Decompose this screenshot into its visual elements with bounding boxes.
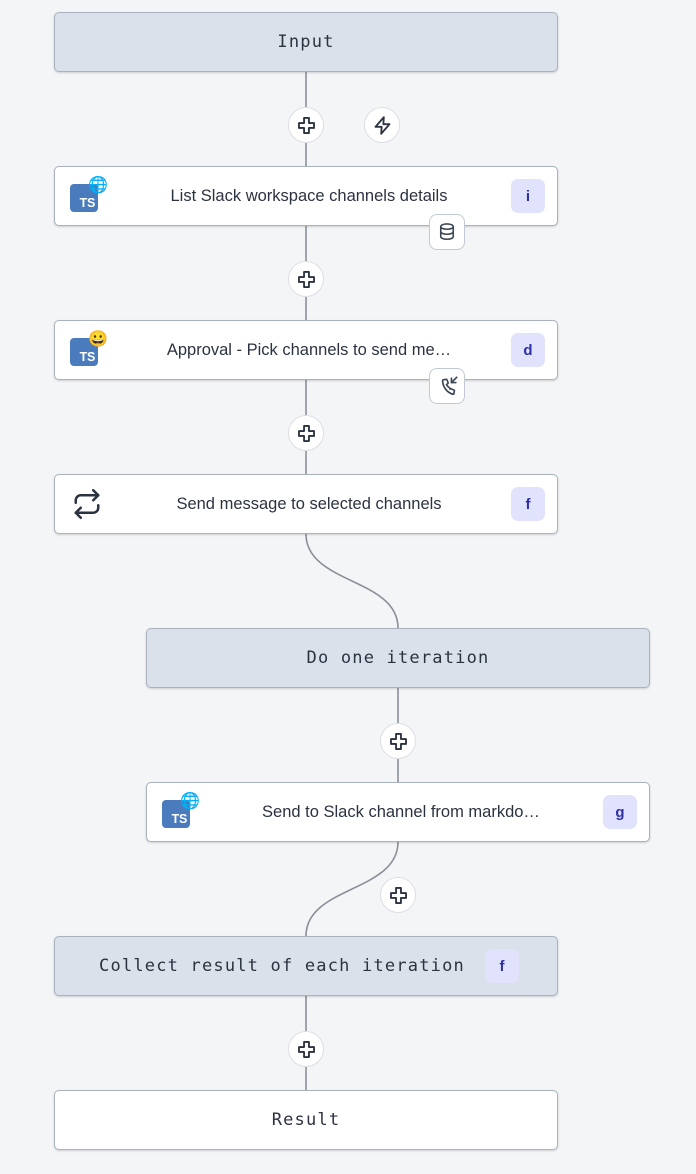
- node-send-message-selected[interactable]: Send message to selected channels f: [54, 474, 558, 534]
- node-result-label: Result: [271, 1110, 341, 1130]
- typescript-logo-text: TS: [70, 184, 98, 212]
- plus-icon: [297, 270, 315, 288]
- plus-icon: [297, 1040, 315, 1058]
- phone-incoming-icon: [441, 375, 458, 395]
- node-result[interactable]: Result: [54, 1090, 558, 1150]
- node-send-to-slack-markdown[interactable]: TS 🌐 Send to Slack channel from markdo… …: [146, 782, 650, 842]
- node-list-slack-channels-chip[interactable]: i: [511, 179, 545, 213]
- add-step-button-after-input[interactable]: [288, 107, 324, 143]
- database-badge-button[interactable]: [429, 214, 465, 250]
- node-approval-pick-channels-label: Approval - Pick channels to send me…: [166, 340, 452, 359]
- node-send-to-slack-markdown-chip[interactable]: g: [603, 795, 637, 829]
- phone-incoming-badge-button[interactable]: [429, 368, 465, 404]
- node-collect-result-iteration-chip[interactable]: f: [484, 949, 519, 983]
- node-collect-result-iteration[interactable]: Collect result of each iteration f: [54, 936, 558, 996]
- plus-icon: [297, 116, 315, 134]
- node-list-slack-channels[interactable]: TS 🌐 List Slack workspace channels detai…: [54, 166, 558, 226]
- add-step-button-after-approval[interactable]: [288, 415, 324, 451]
- node-collect-result-iteration-label: Collect result of each iteration: [99, 956, 465, 976]
- typescript-icon: TS 🌐: [159, 792, 200, 832]
- node-approval-pick-channels-chip[interactable]: d: [511, 333, 545, 367]
- plus-icon: [297, 424, 315, 442]
- node-input[interactable]: Input: [54, 12, 558, 72]
- lightning-icon: [374, 115, 390, 135]
- typescript-logo-text: TS: [70, 338, 98, 366]
- repeat-icon: [67, 484, 107, 524]
- add-step-button-after-send-to-slack[interactable]: [380, 877, 416, 913]
- smiling-face-emoji-icon: 😀: [88, 331, 108, 348]
- add-step-button-after-collect-result[interactable]: [288, 1031, 324, 1067]
- add-step-button-after-list-channels[interactable]: [288, 261, 324, 297]
- typescript-icon: TS 🌐: [67, 176, 108, 216]
- add-step-button-after-do-one-iteration[interactable]: [380, 723, 416, 759]
- node-do-one-iteration[interactable]: Do one iteration: [146, 628, 650, 688]
- node-input-label: Input: [277, 32, 335, 52]
- globe-emoji-icon: 🌐: [88, 177, 108, 194]
- typescript-icon: TS 😀: [67, 330, 108, 370]
- node-send-message-selected-label: Send message to selected channels: [176, 494, 442, 513]
- globe-emoji-icon: 🌐: [180, 793, 200, 810]
- node-send-to-slack-markdown-label: Send to Slack channel from markdo…: [262, 802, 540, 821]
- plus-icon: [389, 886, 407, 904]
- database-icon: [439, 223, 455, 241]
- node-approval-pick-channels[interactable]: TS 😀 Approval - Pick channels to send me…: [54, 320, 558, 380]
- node-do-one-iteration-label: Do one iteration: [306, 648, 490, 668]
- trigger-button-after-input[interactable]: [364, 107, 400, 143]
- typescript-logo-text: TS: [162, 800, 190, 828]
- edge-send-to-iteration: [305, 533, 399, 629]
- node-list-slack-channels-label: List Slack workspace channels details: [170, 186, 448, 205]
- node-send-message-selected-chip[interactable]: f: [511, 487, 545, 521]
- plus-icon: [389, 732, 407, 750]
